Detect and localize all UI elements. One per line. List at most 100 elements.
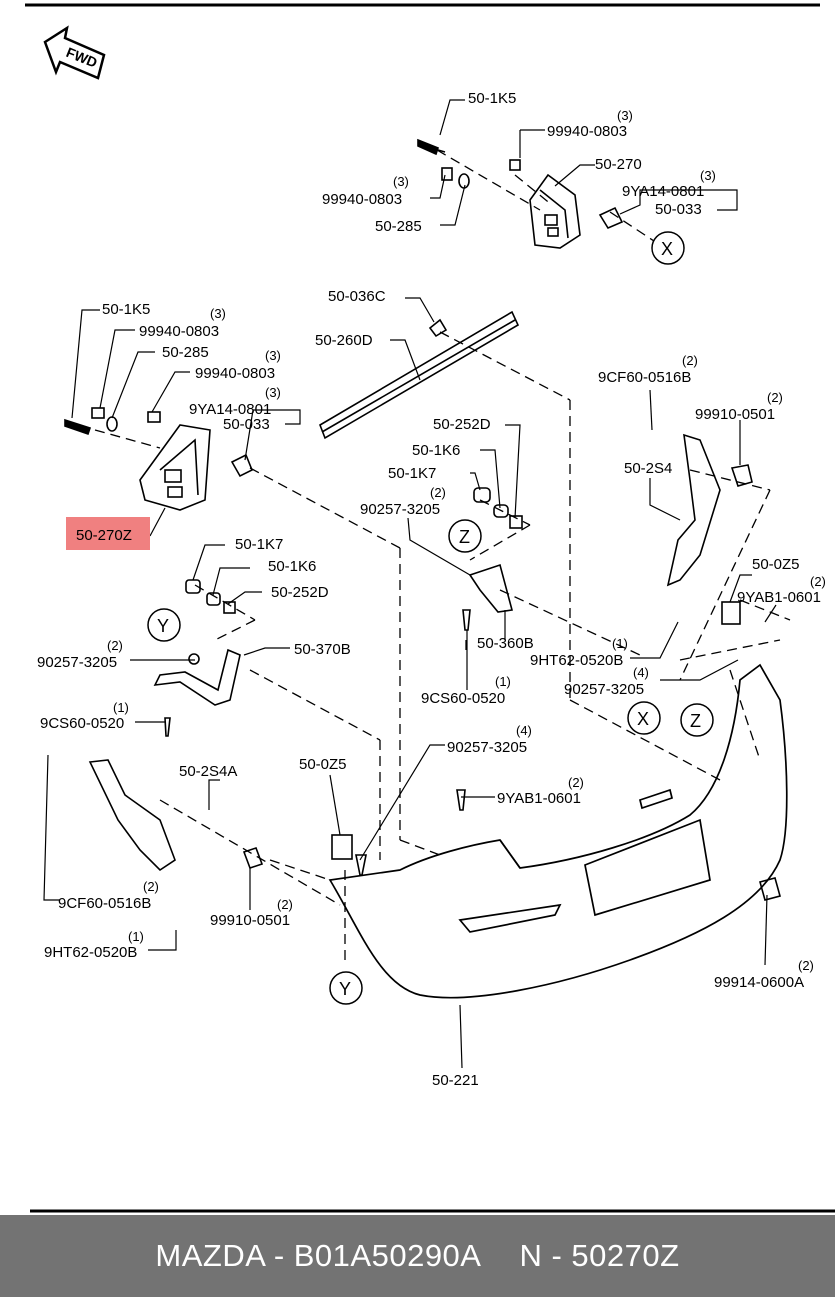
nut-50-252d-m <box>223 601 236 614</box>
callout-x-top: X <box>661 239 673 259</box>
screw-9cs60-c <box>462 609 471 631</box>
qty-b-99910: (2) <box>277 897 293 912</box>
label-c-90257: 90257-3205 <box>360 501 440 518</box>
bumper-50-221-drawing <box>328 663 788 999</box>
qty-b-9cf60: (2) <box>143 879 159 894</box>
label-m-9cs60: 9CS60-0520 <box>40 715 124 732</box>
screw-50-1k5-left <box>64 418 92 436</box>
label-r-502s4: 50-2S4 <box>624 460 672 477</box>
label-left-50270z: 50-270Z <box>76 527 132 544</box>
label-top-99940-b: 99940-0803 <box>322 191 402 208</box>
part-number-footer: MAZDA - B01A50290A N - 50270Z <box>0 1215 835 1297</box>
label-top-99940-a: 99940-0803 <box>547 123 627 140</box>
nut-left-2 <box>147 411 161 423</box>
label-left-99940-b: 99940-0803 <box>195 365 275 382</box>
label-top-50285: 50-285 <box>375 218 422 235</box>
clip-99910-r <box>730 464 753 487</box>
nut-top <box>509 159 521 171</box>
callout-y-bottom: Y <box>339 979 351 999</box>
label-50036c: 50-036C <box>328 288 386 305</box>
clip-50-033-left <box>230 453 254 478</box>
qty-m-90257: (2) <box>107 638 123 653</box>
bracket-50-270z-drawing <box>139 424 211 511</box>
clip-50-033-top <box>598 206 624 230</box>
qty-b-99914: (2) <box>798 958 814 973</box>
callout-z-center: Z <box>459 527 470 547</box>
screw-9cs60-m <box>164 717 171 737</box>
clip-50-0z5-b <box>331 834 353 860</box>
nut-50-252d-c <box>509 515 523 529</box>
label-b-9cf60: 9CF60-0516B <box>58 895 151 912</box>
nut-left <box>91 407 105 419</box>
label-m-50252d: 50-252D <box>271 584 329 601</box>
label-b-9yab1: 9YAB1-0601 <box>497 790 581 807</box>
fwd-arrow-icon: FWD <box>43 25 106 80</box>
bracket-50-2s4-drawing <box>666 433 721 587</box>
label-top-9ya14: 9YA14-0801 <box>622 183 704 200</box>
label-b-90257: 90257-3205 <box>447 739 527 756</box>
qty-top-9ya14: (3) <box>700 168 716 183</box>
clip-50-0z5-r <box>721 601 741 625</box>
qty-r-9cf60: (2) <box>682 353 698 368</box>
qty-r-90257: (4) <box>633 665 649 680</box>
label-left-9ya14: 9YA14-0801 <box>189 401 271 418</box>
label-b-50221: 50-221 <box>432 1072 479 1089</box>
highlight-50-270z <box>66 517 150 550</box>
leader-lines <box>43 99 777 1069</box>
bracket-50-360b-drawing <box>468 563 514 613</box>
washer-top <box>458 173 470 189</box>
bushing-50-1k7-c <box>473 487 491 503</box>
label-m-501k6: 50-1K6 <box>268 558 316 575</box>
qty-c-90257: (2) <box>430 485 446 500</box>
label-m-50370b: 50-370B <box>294 641 351 658</box>
label-50360b: 50-360B <box>477 635 534 652</box>
label-left-99940-a: 99940-0803 <box>139 323 219 340</box>
label-m-90257: 90257-3205 <box>37 654 117 671</box>
label-left-501k5: 50-1K5 <box>102 301 150 318</box>
screw-50-1k5-top <box>417 138 446 156</box>
qty-r-9yab1: (2) <box>810 574 826 589</box>
label-c-50252d: 50-252D <box>433 416 491 433</box>
label-m-501k7: 50-1K7 <box>235 536 283 553</box>
callout-x-bottom: X <box>637 709 649 729</box>
label-r-9ht62: 9HT62-0520B <box>530 652 623 669</box>
bushing-50-1k6-c <box>493 504 509 518</box>
qty-left-9ya14: (3) <box>265 385 281 400</box>
qty-left-99940-b: (3) <box>265 348 281 363</box>
clip-90257-m <box>188 653 200 665</box>
clip-50-036c <box>428 318 448 338</box>
label-r-500z5: 50-0Z5 <box>752 556 800 573</box>
bracket-50-270-drawing <box>529 173 581 249</box>
qty-m-9cs60: (1) <box>113 700 129 715</box>
label-b-502s4a: 50-2S4A <box>179 763 237 780</box>
label-left-50033: 50-033 <box>223 416 270 433</box>
brand-part-number: MAZDA - B01A50290A <box>155 1238 482 1273</box>
screw-9yab1-b <box>456 789 466 811</box>
clip-99914 <box>759 877 781 901</box>
qty-left-99940-a: (3) <box>210 306 226 321</box>
callout-z-bottom: Z <box>690 711 701 731</box>
qty-top-99940-a: (3) <box>617 108 633 123</box>
bracket-50-2s4a-drawing <box>88 759 176 872</box>
label-r-9cf60: 9CF60-0516B <box>598 369 691 386</box>
label-r-9yab1: 9YAB1-0601 <box>737 589 821 606</box>
label-c-501k6: 50-1K6 <box>412 442 460 459</box>
qty-c-9cs60: (1) <box>495 674 511 689</box>
label-top-50033: 50-033 <box>655 201 702 218</box>
nut-top-2 <box>441 167 453 181</box>
qty-r-9ht62: (1) <box>612 636 628 651</box>
label-b-500z5: 50-0Z5 <box>299 756 347 773</box>
qty-b-90257: (4) <box>516 723 532 738</box>
label-top-501k5: 50-1K5 <box>468 90 516 107</box>
callout-circles <box>147 231 714 1005</box>
qty-b-9yab1: (2) <box>568 775 584 790</box>
label-c-501k7: 50-1K7 <box>388 465 436 482</box>
washer-left <box>106 416 118 432</box>
callout-y-mid: Y <box>157 616 169 636</box>
label-50260d: 50-260D <box>315 332 373 349</box>
label-r-99910: 99910-0501 <box>695 406 775 423</box>
reference-number: N - 50270Z <box>519 1238 680 1273</box>
assembly-dashed-lines <box>94 149 791 965</box>
label-b-99914: 99914-0600A <box>714 974 804 991</box>
label-top-50270: 50-270 <box>595 156 642 173</box>
